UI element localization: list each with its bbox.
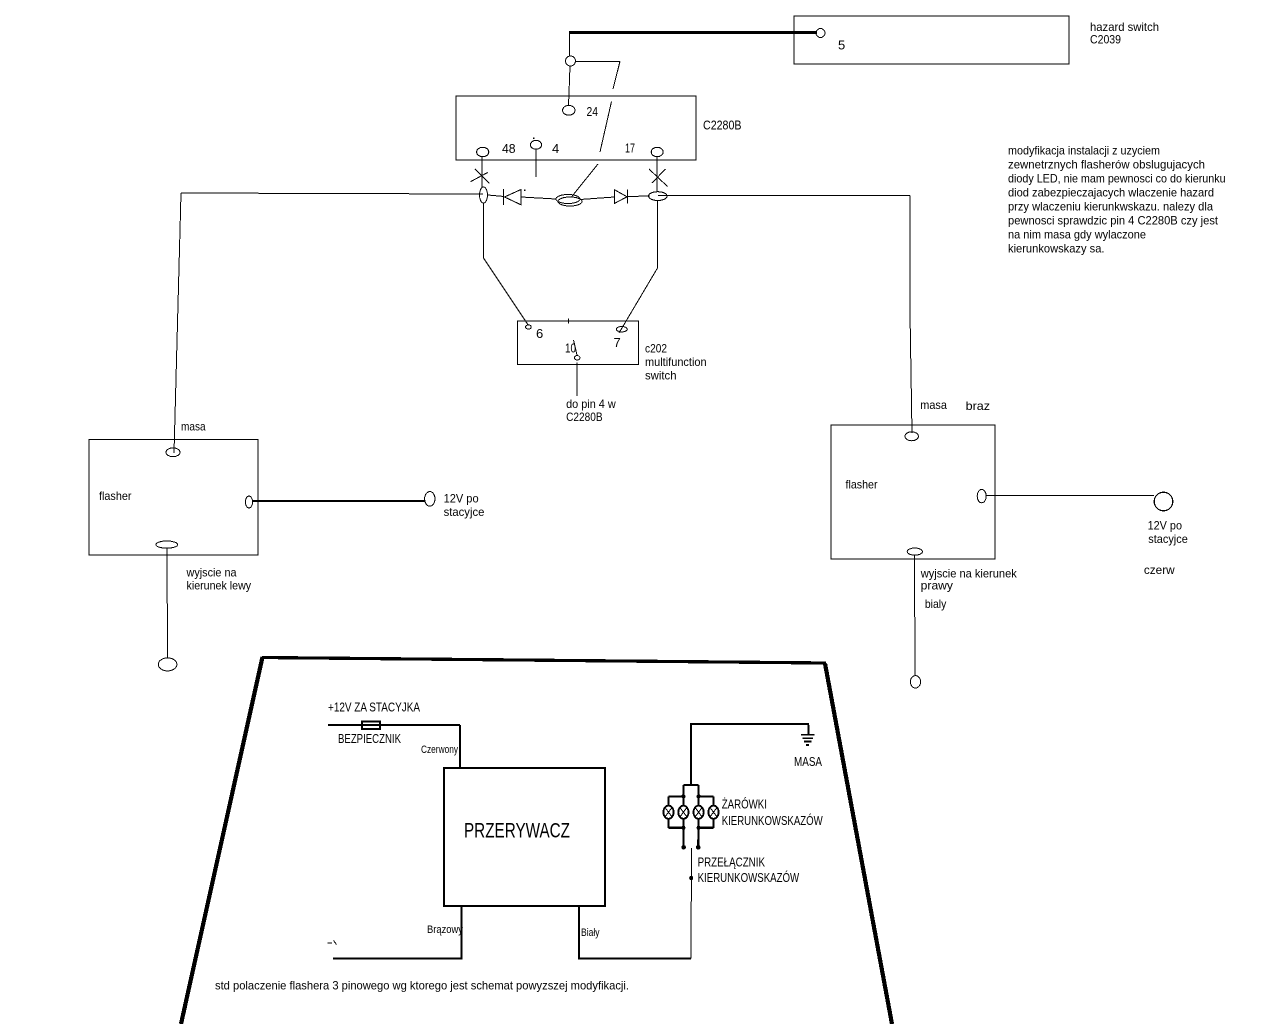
svg-text:+12V ZA STACYJKA: +12V ZA STACYJKA: [328, 701, 421, 715]
svg-text:stacyjce: stacyjce: [1148, 532, 1188, 546]
svg-text:diod zabezpieczajacych wlaczen: diod zabezpieczajacych wlaczenie hazard: [1008, 185, 1214, 199]
svg-text:modyfikacja instalacji z uzyci: modyfikacja instalacji z uzyciem: [1008, 143, 1160, 157]
svg-text:Biały: Biały: [581, 927, 600, 939]
svg-text:12V po: 12V po: [1148, 519, 1183, 533]
svg-text:diody LED, nie mam pewnosci co: diody LED, nie mam pewnosci co do kierun…: [1008, 171, 1226, 185]
svg-text:KIERUNKOWSKAZÓW: KIERUNKOWSKAZÓW: [722, 813, 823, 828]
svg-text:C2280B: C2280B: [703, 118, 742, 133]
svg-text:6: 6: [536, 326, 543, 341]
svg-text:kierunek lewy: kierunek lewy: [187, 578, 252, 592]
svg-text:multifunction: multifunction: [645, 355, 707, 369]
svg-text:stacyjce: stacyjce: [444, 505, 485, 519]
svg-text:switch: switch: [645, 369, 677, 383]
svg-text:prawy: prawy: [921, 579, 953, 593]
svg-text:kierunkowskazy sa.: kierunkowskazy sa.: [1008, 242, 1105, 256]
svg-text:PRZERYWACZ: PRZERYWACZ: [464, 820, 570, 843]
svg-text:PRZEŁĄCZNIK: PRZEŁĄCZNIK: [698, 856, 766, 870]
svg-text:MASA: MASA: [794, 755, 823, 769]
svg-text:flasher: flasher: [846, 478, 878, 492]
svg-text:4: 4: [552, 141, 559, 156]
svg-text:pewnosci sprawdzic pin 4 C2280: pewnosci sprawdzic pin 4 C2280B czy jest: [1008, 214, 1219, 228]
svg-text:C2280B: C2280B: [566, 410, 603, 424]
svg-text:12V po: 12V po: [444, 492, 479, 506]
svg-text:std polaczenie flashera 3 pino: std polaczenie flashera 3 pinowego wg kt…: [215, 979, 629, 993]
svg-text:masa: masa: [181, 419, 206, 433]
svg-text:17: 17: [625, 141, 635, 156]
svg-text:ŻARÓWKI: ŻARÓWKI: [722, 796, 767, 811]
svg-text:7: 7: [614, 335, 621, 350]
svg-text:na nim masa gdy wylaczone: na nim masa gdy wylaczone: [1008, 228, 1146, 242]
svg-text:Brązowy: Brązowy: [427, 924, 463, 936]
svg-text:przy wlaczeniu kierunkwskazu.: przy wlaczeniu kierunkwskazu. nalezy dla: [1008, 200, 1213, 214]
svg-text:bialy: bialy: [925, 597, 946, 611]
svg-text:czerw: czerw: [1144, 563, 1175, 577]
svg-text:24: 24: [587, 104, 599, 119]
svg-text:do pin 4 w: do pin 4 w: [566, 397, 616, 411]
svg-text:zewnetrznych flasherów obslugu: zewnetrznych flasherów obslugujacych: [1008, 157, 1205, 171]
svg-text:c202: c202: [645, 341, 667, 355]
svg-text:KIERUNKOWSKAZÓW: KIERUNKOWSKAZÓW: [698, 870, 800, 885]
svg-text:wyjscie na kierunek: wyjscie na kierunek: [920, 566, 1018, 580]
svg-text:48: 48: [502, 141, 516, 156]
svg-text:BEZPIECZNIK: BEZPIECZNIK: [338, 732, 402, 746]
svg-text:10: 10: [565, 341, 576, 356]
svg-text:hazard switch: hazard switch: [1090, 20, 1159, 34]
svg-text:braz: braz: [966, 399, 990, 413]
svg-text:wyjscie na: wyjscie na: [186, 565, 237, 579]
svg-text:Czerwony: Czerwony: [421, 744, 458, 756]
svg-text:5: 5: [838, 37, 845, 52]
svg-text:masa: masa: [920, 398, 947, 412]
svg-text:flasher: flasher: [99, 489, 132, 503]
svg-text:C2039: C2039: [1090, 33, 1121, 47]
